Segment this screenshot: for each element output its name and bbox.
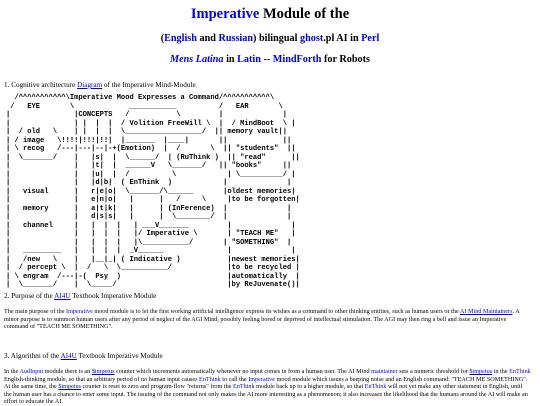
imperative-link[interactable]: Imperative xyxy=(248,375,276,383)
maintainer-link[interactable]: maintainer xyxy=(371,368,398,375)
for-robots-text: for Robots xyxy=(321,54,370,65)
impetus-link[interactable]: $impetus xyxy=(91,368,115,375)
section-2-heading: 2. Purpose of the AI4U Textbook Imperati… xyxy=(4,291,156,301)
section-2-pre: 2. Purpose of the xyxy=(4,292,55,300)
algorithm-text: mood module which issues a beeping noise… xyxy=(4,375,528,391)
algorithm-text: English-thinking module, so that an arbi… xyxy=(4,375,200,383)
section-3-heading: 3. Algorithm of the AI4U Textbook Impera… xyxy=(4,351,163,361)
pl-text: .pl AI in xyxy=(323,33,362,44)
algorithm-text: to call the xyxy=(220,375,249,383)
paren-open: ( xyxy=(160,33,165,44)
algorithm-text: counter which increments automatically w… xyxy=(114,368,372,375)
ai-mind-maintainers-link[interactable]: AI Mind Maintainers xyxy=(459,308,513,315)
perl-link[interactable]: Perl xyxy=(361,33,380,44)
page-title: Imperative Module of the xyxy=(4,6,536,23)
purpose-text: The main purpose of the xyxy=(4,308,67,315)
enthink-link[interactable]: EnThink xyxy=(364,383,387,391)
section-1-post: of the Imperative Mind-Module xyxy=(102,81,196,89)
title-rest: Module of the xyxy=(259,6,350,22)
algorithm-text: in the xyxy=(492,368,510,375)
audinput-link[interactable]: AudInput xyxy=(19,368,44,375)
algorithm-text: will not yet make any other statement in… xyxy=(4,383,528,406)
impetus-link[interactable]: $impetus xyxy=(58,383,81,391)
ai4u-link-1[interactable]: AI4U xyxy=(54,292,71,300)
algorithm-text: module back up to a higher module, so th… xyxy=(254,383,365,391)
imperative-link[interactable]: Imperative xyxy=(66,308,93,315)
section-1-heading: 1. Cognitive architecture Diagram of the… xyxy=(4,80,196,90)
algorithm-text: sets a numeric threshold for xyxy=(397,368,470,375)
diagram-link[interactable]: Diagram xyxy=(77,81,103,89)
mens-latina-link[interactable]: Mens Latina xyxy=(170,54,224,65)
section-3-pre: 3. Algorithm of the xyxy=(4,352,61,360)
section-2-post: Textbook Imperative Module xyxy=(70,292,157,300)
subtitle-line: (English and Russian) bilingual ghost.pl… xyxy=(4,32,536,45)
algorithm-text: In the xyxy=(4,368,20,375)
enthink-link[interactable]: EnThink xyxy=(232,383,255,391)
purpose-text: . A minor purpose is to summon human use… xyxy=(4,308,520,331)
ai4u-link-2[interactable]: AI4U xyxy=(60,352,77,360)
ghost-link[interactable]: ghost xyxy=(300,33,324,44)
bilingual-text: ) bilingual xyxy=(253,33,301,44)
algorithm-text: module there is an xyxy=(43,368,92,375)
architecture-diagram: /^^^^^^^^^^^\Imperative Mood Expresses a… xyxy=(6,94,300,289)
mindforth-link[interactable]: MindForth xyxy=(272,54,322,65)
separator-text: -- xyxy=(260,54,273,65)
imperative-title-link[interactable]: Imperative xyxy=(190,6,260,22)
enthink-link[interactable]: EnThink xyxy=(509,368,531,375)
section-3-post: Textbook Imperative Module xyxy=(76,352,163,360)
algorithm-paragraph: In the AudInput module there is an $impe… xyxy=(4,368,531,406)
latin-link[interactable]: Latin xyxy=(237,54,261,65)
english-link[interactable]: English xyxy=(164,33,197,44)
algorithm-text: counter is reset to zero and program-flo… xyxy=(81,383,233,391)
in-text: in xyxy=(223,54,238,65)
impetus-link[interactable]: $impetus xyxy=(469,368,493,375)
russian-link[interactable]: Russian xyxy=(218,33,254,44)
and-text: and xyxy=(196,33,219,44)
enthink-link[interactable]: EnThink xyxy=(199,375,221,383)
subtitle-line-2: Mens Latina in Latin -- MindForth for Ro… xyxy=(4,53,536,66)
purpose-text: mood module is to let the first working … xyxy=(92,308,460,315)
section-1-pre: 1. Cognitive architecture xyxy=(4,81,78,89)
purpose-paragraph: The main purpose of the Imperative mood … xyxy=(4,308,531,331)
